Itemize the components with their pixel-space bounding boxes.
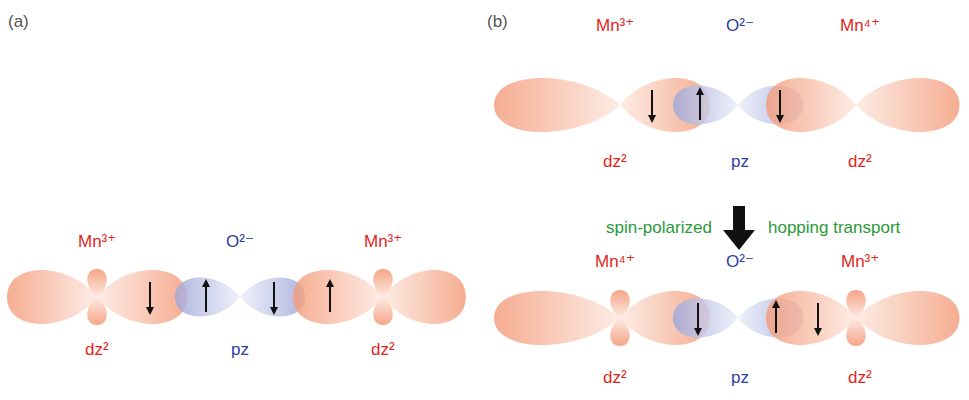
ion-label: O²⁻: [226, 232, 254, 252]
orbital-label: pz: [731, 152, 749, 172]
orbital-label: dz²: [603, 368, 627, 388]
ion-label: Mn³⁺: [364, 232, 402, 252]
ion-label: O²⁻: [726, 16, 754, 36]
process-note: hopping transport: [768, 218, 900, 238]
spin-arrows-b-bottom: [698, 303, 818, 333]
panel-a-orbitals: [7, 269, 466, 325]
orbital-label: dz²: [848, 368, 872, 388]
spin-arrows-b-top: [652, 90, 780, 120]
orbital-label: pz: [731, 368, 749, 388]
ion-label: Mn³⁺: [841, 252, 879, 272]
ion-label: Mn³⁺: [596, 16, 634, 36]
process-note: spin-polarized: [606, 218, 712, 238]
spin-arrows-a: [150, 282, 330, 312]
ion-label: Mn⁴⁺: [595, 252, 635, 272]
orbital-label: dz²: [603, 152, 627, 172]
orbital-label: pz: [231, 340, 249, 360]
ion-label: Mn⁴⁺: [840, 16, 880, 36]
panel-b-bottom-orbitals: [494, 290, 960, 346]
panel-b-top-orbitals: [494, 78, 960, 132]
panel-tag: (b): [487, 12, 508, 32]
ion-label: O²⁻: [726, 252, 754, 272]
ion-label: Mn³⁺: [78, 232, 116, 252]
transfer-arrow: [723, 206, 755, 250]
panel-tag: (a): [8, 12, 29, 32]
orbital-label: dz²: [85, 340, 109, 360]
orbital-label: dz²: [848, 152, 872, 172]
orbital-label: dz²: [371, 340, 395, 360]
